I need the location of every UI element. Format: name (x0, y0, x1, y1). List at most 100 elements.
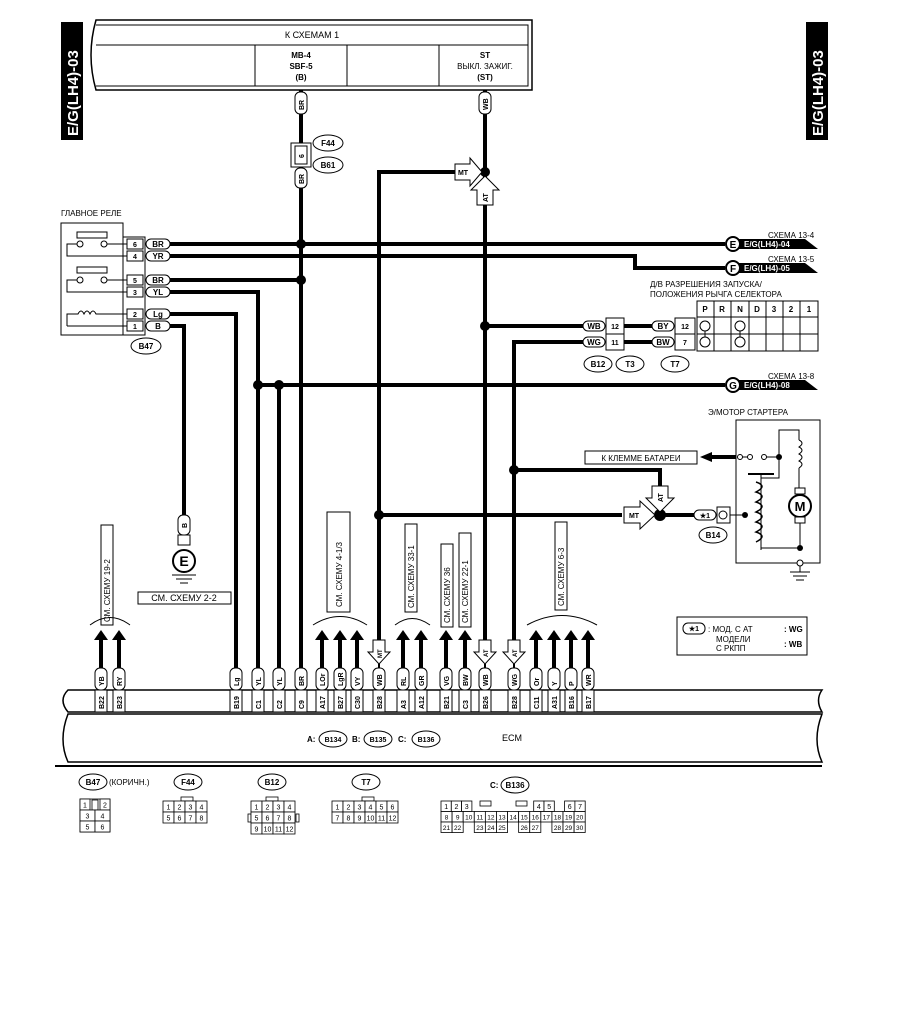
at-arrow-starter: AT (644, 485, 676, 513)
svg-text:ST: ST (480, 51, 490, 60)
svg-text:5: 5 (380, 805, 384, 812)
svg-text:С РКПП: С РКПП (716, 644, 746, 653)
up-arrow-icon (333, 630, 347, 640)
svg-text:3: 3 (772, 305, 777, 314)
svg-text:E/G(LH4)-04: E/G(LH4)-04 (744, 240, 790, 249)
svg-text:SBF-5: SBF-5 (289, 62, 313, 71)
ecm-pin-color: WB (483, 674, 490, 686)
junction-dots (253, 167, 666, 521)
ecm-pin-color: Or (534, 678, 541, 686)
ecm-pin-color: VY (355, 676, 362, 686)
svg-text:★1: ★1 (689, 625, 699, 633)
svg-text:11: 11 (611, 340, 619, 347)
starter-connector-label: B14 (706, 531, 721, 540)
relay-pins: 6 4 5 3 2 1 (126, 238, 144, 332)
svg-text:12: 12 (389, 816, 397, 823)
mt-arrow-ecm-b28: MT (366, 639, 392, 665)
offpage-g: СХЕМА 13-8 G E/G(LH4)-08 (725, 372, 818, 393)
svg-text:13: 13 (498, 815, 506, 822)
svg-text:B135: B135 (370, 737, 387, 744)
svg-text:P: P (702, 305, 708, 314)
svg-text:29: 29 (565, 825, 573, 832)
svg-text:1: 1 (336, 805, 340, 812)
svg-text:MT: MT (458, 170, 469, 177)
ecm-pin-number: B17 (586, 696, 593, 709)
svg-text:СМ. СХЕМУ 2-2: СМ. СХЕМУ 2-2 (151, 593, 217, 603)
b12-label: B12 (257, 773, 287, 791)
svg-text:СХЕМА 13-5: СХЕМА 13-5 (768, 255, 815, 264)
svg-text:3: 3 (133, 290, 137, 297)
ecm-pin-number: C3 (463, 700, 470, 709)
svg-text:10: 10 (465, 815, 473, 822)
svg-text:10: 10 (367, 816, 375, 823)
svg-text:B12: B12 (265, 778, 280, 787)
ecm-pin-number: A12 (419, 696, 426, 709)
svg-text:3: 3 (358, 805, 362, 812)
svg-text:(КОРИЧН.): (КОРИЧН.) (109, 778, 150, 787)
mt-arrow-starter: MT (623, 499, 656, 531)
svg-text:AT: AT (513, 649, 519, 657)
svg-text:Д/В РАЗРЕШЕНИЯ ЗАПУСКА/: Д/В РАЗРЕШЕНИЯ ЗАПУСКА/ (650, 280, 763, 289)
svg-text:2: 2 (178, 805, 182, 812)
ecm-pin-number: A31 (552, 696, 559, 709)
svg-text:BR: BR (299, 100, 306, 110)
svg-text:СМ. СХЕМУ 6-3: СМ. СХЕМУ 6-3 (557, 547, 566, 606)
svg-text:9: 9 (456, 815, 460, 822)
svg-text:3: 3 (189, 805, 193, 812)
svg-text:B:: B: (352, 735, 360, 744)
ecm-pin-number: B23 (117, 696, 124, 709)
wire-tag-br-top: BR (294, 91, 308, 115)
wire-tag-wb-top: WB (478, 91, 492, 115)
ecm-pin-color: VG (444, 675, 451, 686)
up-arrows (94, 630, 595, 640)
ecm-pin-number: A3 (401, 700, 408, 709)
ecm-label: ECM (502, 733, 522, 743)
ecm-pin-color: WB (377, 674, 384, 686)
svg-text:WB: WB (483, 98, 490, 110)
svg-text:MT: MT (378, 649, 384, 658)
svg-text:6: 6 (133, 242, 137, 249)
see-ref-33-1: СМ. СХЕМУ 33-1 (404, 523, 418, 613)
offpage-e: СХЕМА 13-4 E E/G(LH4)-04 (725, 231, 818, 252)
svg-text:24: 24 (487, 825, 495, 832)
ecm-pin-number: B28 (377, 696, 384, 709)
top-box: К СХЕМАМ 1 MB-4 SBF-5 (B) ST ВЫКЛ. ЗАЖИГ… (90, 19, 533, 91)
ecm-pin-color: BR (299, 676, 306, 686)
ecm-pin-number: B27 (338, 696, 345, 709)
svg-text:T3: T3 (625, 360, 635, 369)
svg-text:12: 12 (611, 324, 619, 331)
svg-text:T7: T7 (361, 778, 371, 787)
svg-text:12: 12 (487, 815, 495, 822)
ecm-pin: WB B28 (372, 664, 386, 713)
svg-text:T7: T7 (670, 360, 680, 369)
svg-text:BR: BR (152, 276, 164, 285)
svg-text:B134: B134 (325, 737, 342, 744)
up-arrow-icon (112, 630, 126, 640)
svg-text:22: 22 (454, 825, 462, 832)
svg-text:(B): (B) (295, 73, 306, 82)
main-relay: ГЛАВНОЕ РЕЛЕ 6 4 5 3 2 1 (60, 209, 171, 355)
inhibitor-position-table: P R N D 3 2 1 (696, 300, 819, 352)
svg-text:5: 5 (547, 804, 551, 811)
svg-text:B136: B136 (418, 737, 435, 744)
group-arcs (89, 615, 598, 626)
up-arrow-icon (581, 630, 595, 640)
see-ref-4-1-3: СМ. СХЕМУ 4-1/3 (326, 511, 351, 613)
svg-text:4: 4 (200, 805, 204, 812)
svg-text:: WB: : WB (784, 640, 802, 649)
svg-text:: WG: : WG (784, 625, 803, 634)
svg-text:6: 6 (266, 816, 270, 823)
t7-label: T7 (351, 773, 381, 791)
svg-text:4: 4 (288, 805, 292, 812)
svg-text:8: 8 (347, 816, 351, 823)
ecm-pin-number: C1 (256, 700, 263, 709)
svg-text:3: 3 (465, 804, 469, 811)
battery-label: К КЛЕММЕ БАТАРЕИ (601, 454, 680, 463)
